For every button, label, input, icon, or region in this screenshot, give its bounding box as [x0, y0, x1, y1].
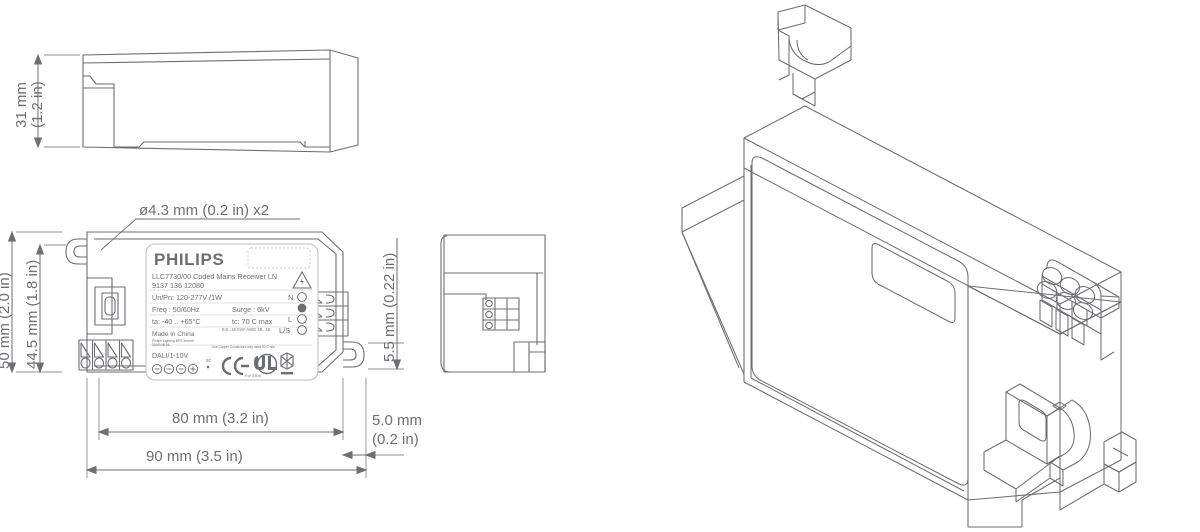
- dali-terminal-block: [78, 339, 134, 371]
- dim-tab-thickness-text: 5.5 mm (0.22 in): [381, 253, 398, 362]
- label-voltage: Un/Pn: 120-277V /1W: [152, 293, 222, 302]
- label-origin: Made in China: [152, 331, 195, 338]
- label-company-line1: Philips Lighting BPS Inventi: [152, 339, 194, 343]
- label-datamatrix-placeholder: [247, 247, 311, 269]
- dim-hole-spacing-text: 80 mm (3.2 in): [172, 410, 269, 427]
- iso-mounting-clip: [983, 383, 1091, 503]
- label-wire-spec-note: Use Copper Conductors only rated 90 C mi…: [212, 345, 275, 349]
- label-surge: Surge : 6kV: [232, 305, 270, 314]
- iso-foot-tabs: [1059, 431, 1137, 511]
- label-company-line2: 3000VIB NL: [152, 343, 170, 347]
- side-view: [82, 49, 359, 153]
- dim-overall-width: [7, 230, 62, 374]
- label-brand: PHILIPS: [154, 250, 224, 269]
- label-terminal-ls: L/S: [279, 326, 290, 335]
- end-view-terminals: [482, 297, 520, 331]
- dim-hole-callout: ø4.3 mm (0.2 in) x2: [139, 202, 269, 219]
- svg-text:sc: sc: [206, 358, 212, 364]
- iso-terminal-block: [1036, 259, 1120, 361]
- label-product-line: LLC7730/00 Coded Mains Receiver LN: [152, 272, 277, 281]
- label-wire-spec: 0.8...15 mm² AWG 18...16: [222, 327, 271, 332]
- dim-hole-callout-leader: [100, 218, 300, 251]
- dim-tab-thickness: [368, 238, 404, 371]
- dim-overall-width-text: 50 mm (2.0 in): [0, 272, 13, 369]
- dim-body-width-text: 44.5 mm (1.8 in): [24, 260, 41, 369]
- label-warning-and-terminals: [292, 270, 312, 335]
- label-terminal-n: N: [288, 293, 293, 302]
- label-certification-marks: sc: [206, 352, 294, 376]
- label-dali-terminals: [151, 363, 199, 375]
- dim-tab-offset-mm: 5.0 mm: [372, 412, 422, 429]
- dim-side-height: [33, 53, 80, 149]
- dim-tab-offset: [341, 450, 404, 460]
- dim-hole-spacing: [97, 378, 345, 440]
- product-label: [145, 243, 319, 381]
- label-terminal-l: L: [288, 315, 292, 324]
- label-order-code: 9137 136 12080: [152, 281, 204, 290]
- dim-side-height-mm: 31 mm: [13, 82, 30, 128]
- sc-mark: sc: [206, 358, 212, 369]
- ce-mark: [221, 356, 249, 376]
- label-frequency: Freq : 50/60Hz: [152, 305, 200, 314]
- label-dali: DALI/1-10V: [152, 353, 189, 360]
- isometric-view: [681, 4, 1137, 528]
- label-tc: tc: 70 C max: [232, 317, 273, 326]
- dim-overall-length-text: 90 mm (3.5 in): [146, 448, 243, 465]
- dim-side-height-in: (1.2 in): [29, 81, 46, 128]
- dim-tab-offset-in: (0.2 in): [372, 431, 419, 448]
- label-for-rating: For 230V: [245, 373, 262, 378]
- dim-body-width: [35, 243, 66, 374]
- ul-mark: [254, 353, 278, 375]
- label-ta: ta: -40 .. +65°C: [152, 317, 201, 326]
- end-view: [440, 234, 546, 373]
- weee-mark: [280, 352, 294, 375]
- dim-overall-length: [85, 378, 368, 478]
